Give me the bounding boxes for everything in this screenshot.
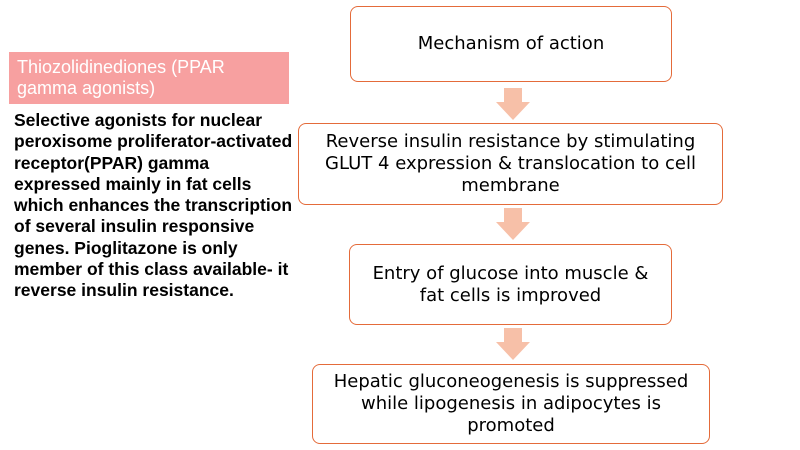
down-arrow-icon	[496, 328, 530, 360]
drug-class-description: Selective agonists for nuclear peroxisom…	[14, 110, 293, 301]
flow-step-hepatic-effects-label: Hepatic gluconeogenesis is suppressed wh…	[333, 371, 689, 436]
drug-class-title: Thiozolidinediones (PPAR gamma agonists)	[17, 57, 225, 98]
drug-class-title-band: Thiozolidinediones (PPAR gamma agonists)	[9, 52, 289, 104]
flow-step-mechanism-label: Mechanism of action	[417, 33, 605, 54]
flow-step-glucose-entry: Entry of glucose into muscle & fat cells…	[349, 244, 672, 325]
flow-step-reverse-resistance-label: Reverse insulin resistance by stimulatin…	[325, 131, 696, 196]
down-arrow-icon	[496, 88, 530, 120]
flow-step-reverse-resistance: Reverse insulin resistance by stimulatin…	[298, 123, 723, 205]
flow-step-mechanism: Mechanism of action	[350, 6, 672, 82]
flow-step-hepatic-effects: Hepatic gluconeogenesis is suppressed wh…	[312, 364, 710, 444]
down-arrow-icon	[496, 208, 530, 240]
flow-step-glucose-entry-label: Entry of glucose into muscle & fat cells…	[372, 262, 649, 306]
